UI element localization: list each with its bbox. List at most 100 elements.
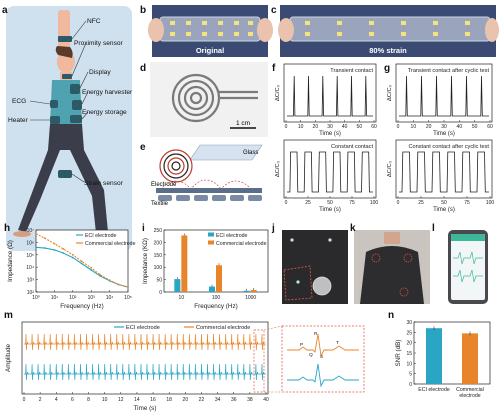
i-legend-label: ECI electrode xyxy=(216,233,248,239)
h-xtick-label: 10⁵ xyxy=(124,295,132,301)
label-textile: Textile xyxy=(151,201,169,207)
i-bar xyxy=(174,279,181,292)
person-illustration xyxy=(13,10,113,238)
f-top-xtick-label: 50 xyxy=(357,124,363,130)
m-xtick-label: 12 xyxy=(118,397,124,403)
m-ylabel: Amplitude xyxy=(5,344,12,372)
h-data-point xyxy=(90,269,93,271)
m-xtick-label: 38 xyxy=(247,397,253,403)
panel-letter-b: b xyxy=(140,5,146,16)
f-top-xtick-label: 60 xyxy=(371,124,377,130)
m-xtick-label: 36 xyxy=(231,397,237,403)
h-data-point xyxy=(90,266,93,269)
label-strain-sensor: Strain sensor xyxy=(84,180,124,187)
f-top-xtick-label: 0 xyxy=(285,124,288,130)
n-ytick-label: 20 xyxy=(406,341,412,347)
g-top-frame xyxy=(395,63,493,123)
f-bottom-trace xyxy=(287,151,373,193)
f-bottom-title: Constant contact xyxy=(331,144,373,150)
f-bottom-xtick-label: 0 xyxy=(285,200,288,206)
m-xtick-label: 2 xyxy=(39,397,42,403)
i-bar xyxy=(216,265,222,292)
m-xtick-label: 6 xyxy=(71,397,74,403)
h-data-point xyxy=(62,247,65,250)
h-xtick-label: 10⁴ xyxy=(106,295,114,301)
m-xtick-label: 14 xyxy=(134,397,140,403)
h-data-point xyxy=(43,237,46,240)
f-top-title: Transient contact xyxy=(330,68,373,74)
panel-letter-j: j xyxy=(271,223,275,234)
n-ytick-label: 15 xyxy=(406,351,412,357)
g-top-trace xyxy=(399,75,489,117)
g-bottom-xtick-label: 0 xyxy=(397,200,400,206)
g-bottom-ylabel: ΔC/C₀ xyxy=(387,160,393,177)
label-proximity-sensor: Proximity sensor xyxy=(74,40,124,47)
h-xtick-label: 10² xyxy=(69,295,77,301)
label-energy-harvester: Energy harvester xyxy=(82,89,133,96)
h-ytick-label: 10⁵ xyxy=(26,253,34,259)
label-original: Original xyxy=(196,46,224,55)
i-ylabel: Impedance (KΩ) xyxy=(142,238,149,284)
g-top-xtick-label: 10 xyxy=(411,124,417,130)
h-data-point xyxy=(71,256,74,259)
h-legend-label: ECI electrode xyxy=(85,233,117,239)
coin xyxy=(312,276,332,296)
f-bottom-ylabel: ΔC/C₀ xyxy=(275,160,281,177)
f-top-xtick-label: 10 xyxy=(298,124,304,130)
panel-d-photo xyxy=(150,62,268,137)
panel-letter-m: m xyxy=(4,310,13,321)
g-top-xtick-label: 50 xyxy=(472,124,478,130)
h-data-point xyxy=(53,242,56,245)
i-xtick-label: 100 xyxy=(212,295,221,301)
f-top-xtick-label: 20 xyxy=(313,124,319,130)
n-ytick-label: 10 xyxy=(406,361,412,367)
glass-slab xyxy=(189,144,263,161)
ecg-label-p: P xyxy=(300,342,303,348)
h-data-point xyxy=(99,273,101,276)
i-legend-label: Commercial electrode xyxy=(216,241,267,247)
m-zoom-beat-commercial xyxy=(287,333,359,358)
h-legend-label: Commercial electrode xyxy=(85,241,136,247)
ecg-label-q: Q xyxy=(309,352,313,358)
ecg-label-s: S xyxy=(320,354,323,360)
n-frame xyxy=(413,321,491,385)
panel-b: Original xyxy=(148,5,273,57)
f-top-ylabel: ΔC/C₀ xyxy=(275,84,281,101)
panel-k xyxy=(354,230,430,304)
g-bottom-xtick-label: 25 xyxy=(418,200,424,206)
h-data-point xyxy=(80,260,83,263)
h-series-line xyxy=(35,233,129,288)
ecg-label-t: T xyxy=(336,340,339,346)
h-xlabel: Frequency (Hz) xyxy=(60,303,103,310)
led-array-original xyxy=(170,21,253,36)
f-bottom-frame xyxy=(283,139,377,199)
panel-letter-h: h xyxy=(4,223,10,234)
i-xlabel: Frequency (Hz) xyxy=(194,303,237,310)
h-ytick-label: 10² xyxy=(27,290,35,296)
ecg-label-r: R xyxy=(314,331,318,337)
m-zoom-beat-eci xyxy=(287,363,359,388)
i-xtick-label: 10 xyxy=(179,295,185,301)
h-data-point xyxy=(35,246,37,249)
panel-letter-d: d xyxy=(140,63,146,74)
h-ytick-label: 10⁴ xyxy=(26,265,34,271)
label-heater: Heater xyxy=(8,117,29,124)
i-ytick-label: 0 xyxy=(159,290,162,296)
m-xtick-label: 20 xyxy=(183,397,189,403)
m-zoom-connector xyxy=(263,325,283,331)
f-top-xlabel: Time (s) xyxy=(319,131,341,137)
label-nfc: NFC xyxy=(87,18,101,25)
panel-c: 80% strain xyxy=(278,5,499,57)
label-glass: Glass xyxy=(243,150,258,156)
g-bottom-frame xyxy=(395,139,493,199)
i-ytick-label: 250 xyxy=(154,228,163,234)
panel-d: 1 cm xyxy=(150,62,268,137)
n-xtick-line: Commercial xyxy=(456,387,484,393)
g-top-title: Transient contact after cyclic test xyxy=(408,68,490,74)
h-data-point xyxy=(71,253,74,256)
panel-letter-c: c xyxy=(271,5,277,16)
n-ytick-label: 25 xyxy=(406,330,412,336)
